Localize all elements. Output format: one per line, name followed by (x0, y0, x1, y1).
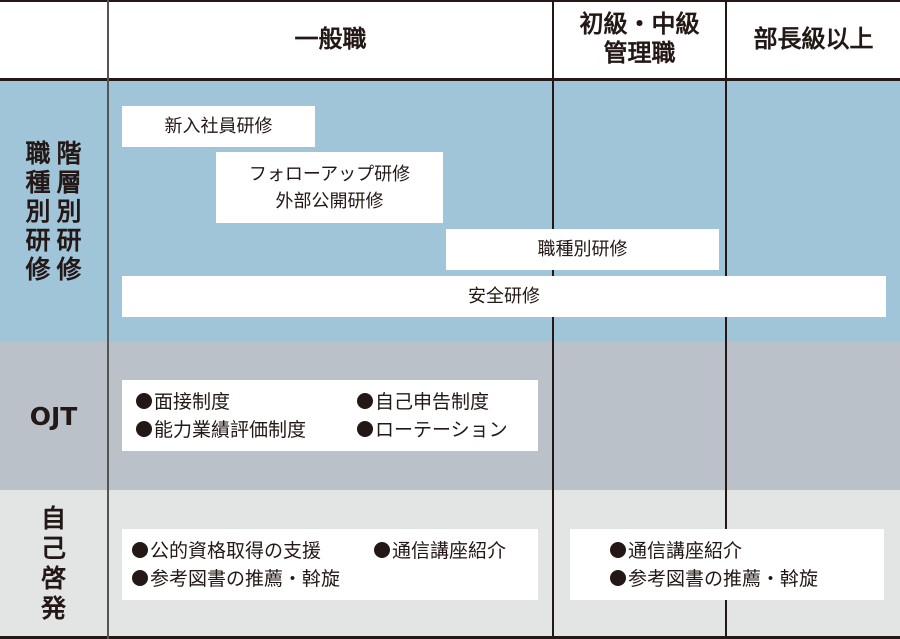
bullet-icon (610, 570, 626, 586)
list-item: 自己申告制度 (357, 388, 489, 416)
column-header-manager-line1: 初級・中級 (579, 10, 700, 38)
list-item: 通信講座紹介 (610, 537, 884, 565)
label-char: 研 (25, 226, 51, 255)
row-label-hierarchical-training: 階 層 別 研 修 (57, 139, 82, 284)
column-divider-general (552, 0, 554, 639)
box-ojt-items: 面接制度 自己申告制度 能力業績評価制度 ローテーション (122, 380, 538, 451)
column-header-director-label: 部長級以上 (753, 24, 874, 53)
bullet-icon (136, 393, 152, 409)
row-label-self-development-text: 自 己 啓 発 (41, 504, 66, 624)
column-divider-manager (725, 0, 727, 639)
label-char: 層 (56, 168, 82, 197)
box-label: フォローアップ研修 (248, 163, 411, 185)
label-char: 研 (56, 226, 82, 255)
label-char: 別 (56, 197, 82, 226)
box-safety-training: 安全研修 (122, 276, 886, 317)
box-followup-external-training: フォローアップ研修 外部公開研修 (216, 152, 443, 223)
column-header-director: 部長級以上 (727, 0, 900, 78)
item-text: 自己申告制度 (375, 391, 490, 413)
column-header-general-label: 一般職 (294, 24, 367, 53)
list-item: 通信講座紹介 (374, 537, 506, 565)
bullet-icon (132, 570, 148, 586)
list-item: ローテーション (357, 416, 508, 444)
item-text: 公的資格取得の支援 (150, 540, 322, 562)
bottom-border (0, 636, 900, 639)
bullet-icon (132, 542, 148, 558)
box-new-employee-training: 新入社員研修 (122, 106, 315, 147)
bullet-icon (357, 393, 373, 409)
label-char: 自 (40, 503, 66, 533)
header-divider (0, 78, 900, 81)
label-char: 啓 (40, 563, 66, 593)
box-label: 外部公開研修 (275, 190, 384, 212)
label-char: 職 (25, 139, 51, 168)
bullet-icon (374, 542, 390, 558)
box-job-type-training: 職種別研修 (446, 229, 719, 270)
item-text: 通信講座紹介 (392, 540, 507, 562)
box-self-development-manager: 通信講座紹介 参考図書の推薦・斡旋 (570, 529, 884, 600)
list-item: 能力業績評価制度 (136, 416, 357, 444)
item-text: 通信講座紹介 (628, 540, 743, 562)
bullet-icon (357, 421, 373, 437)
row-label-hierarchical-jobtype: 職 種 別 研 修 階 層 別 研 修 (0, 81, 107, 342)
label-char: 修 (56, 255, 82, 284)
item-text: 能力業績評価制度 (154, 419, 307, 441)
row-label-ojt: OJT (0, 342, 107, 490)
column-header-manager-line2: 管理職 (603, 39, 676, 67)
list-item: 面接制度 (136, 388, 357, 416)
column-header-general: 一般職 (109, 0, 552, 78)
item-text: 参考図書の推薦・斡旋 (628, 568, 819, 590)
row-label-ojt-text: OJT (29, 401, 78, 431)
item-text: 参考図書の推薦・斡旋 (150, 568, 341, 590)
top-border (0, 0, 900, 2)
label-char: 種 (25, 168, 51, 197)
box-self-development-general: 公的資格取得の支援 通信講座紹介 参考図書の推薦・斡旋 (122, 529, 538, 600)
label-char: 発 (40, 593, 66, 623)
list-item: 参考図書の推薦・斡旋 (132, 565, 340, 593)
label-char: 修 (25, 255, 51, 284)
label-char: 己 (40, 533, 66, 563)
box-label: 安全研修 (468, 286, 540, 307)
column-header-junior-mid-manager: 初級・中級 管理職 (554, 0, 725, 78)
list-item: 公的資格取得の支援 (132, 537, 374, 565)
header-row (0, 0, 900, 80)
bullet-icon (610, 542, 626, 558)
row-label-self-development: 自 己 啓 発 (0, 490, 107, 637)
item-text: ローテーション (375, 419, 508, 441)
box-label: 職種別研修 (537, 239, 628, 260)
row-label-jobtype-training: 職 種 別 研 修 (25, 139, 50, 284)
box-label: 新入社員研修 (164, 116, 273, 137)
list-item: 参考図書の推薦・斡旋 (610, 565, 884, 593)
label-char: 階 (56, 139, 82, 168)
column-divider-label (107, 0, 109, 639)
label-char: 別 (25, 197, 51, 226)
item-text: 面接制度 (154, 391, 231, 413)
bullet-icon (136, 421, 152, 437)
